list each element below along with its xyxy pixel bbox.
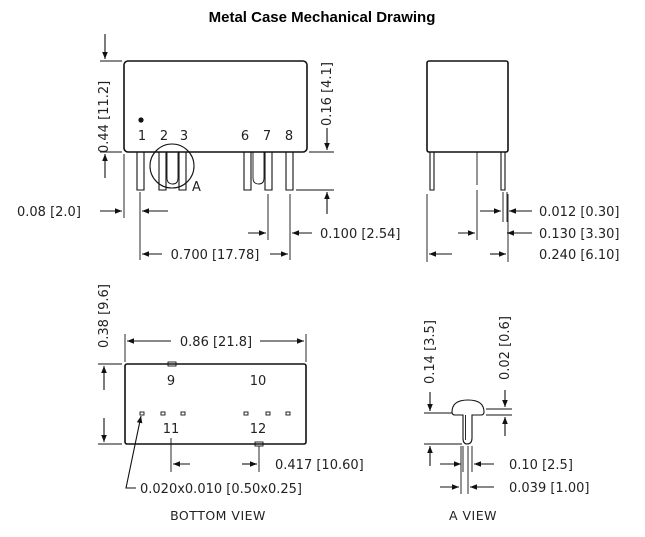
dim-row-spacing: 0.130 [3.30] [539, 227, 619, 242]
pin-label-2: 2 [160, 129, 168, 144]
end-view: 0.012 [0.30] 0.130 [3.30] 0.240 [6.10] [426, 60, 619, 263]
dim-height-bottom: 0.38 [9.6] [97, 284, 112, 348]
detail-a-circle [149, 143, 195, 189]
side-pins [136, 152, 294, 191]
dim-pin-offset: 0.08 [2.0] [17, 205, 81, 220]
detail-a-marker: A [192, 180, 201, 195]
pin-label-7: 7 [263, 129, 271, 144]
dim-pin-span: 0.700 [17.78] [171, 248, 260, 263]
dim-pin-pitch: 0.100 [2.54] [320, 227, 400, 242]
dim-pin-span-bottom: 0.417 [10.60] [275, 458, 364, 473]
pin-label-10: 10 [250, 374, 267, 389]
dim-head-a: 0.02 [0.6] [498, 316, 513, 380]
a-view: 0.14 [3.5] 0.02 [0.6] 0.10 [2.5] 0.039 [… [423, 316, 589, 523]
pin-label-1: 1 [138, 129, 146, 144]
dim-head-width-a: 0.039 [1.00] [509, 481, 589, 496]
dim-height-side: 0.44 [11.2] [97, 81, 112, 153]
dim-width-end: 0.240 [6.10] [539, 248, 619, 263]
pin-form-left [166, 152, 179, 185]
pin-label-6: 6 [241, 129, 249, 144]
pin-label-3: 3 [180, 129, 188, 144]
pin-pads [139, 411, 291, 416]
dim-pin-thickness: 0.012 [0.30] [539, 205, 619, 220]
caption-a-view: A VIEW [449, 508, 497, 523]
dim-height-a: 0.14 [3.5] [423, 320, 438, 384]
pin-form-right [252, 152, 265, 185]
dim-pin-size: 0.020x0.010 [0.50x0.25] [140, 482, 302, 497]
pin-label-11: 11 [163, 422, 180, 437]
pin-label-8: 8 [285, 129, 293, 144]
pin-label-9: 9 [167, 374, 175, 389]
side-view: 1 2 3 6 7 8 A 0.44 [11.2] 0.16 [4.1] [17, 34, 400, 263]
pin-label-12: 12 [250, 422, 267, 437]
pin1-indicator-dot [138, 117, 144, 123]
drawing-title: Metal Case Mechanical Drawing [209, 9, 436, 26]
relay-body-side [123, 60, 308, 153]
leader-pin-size [125, 415, 143, 489]
dim-pin-length: 0.16 [4.1] [320, 62, 335, 126]
caption-bottom-view: BOTTOM VIEW [170, 508, 266, 523]
dim-pin-width-a: 0.10 [2.5] [509, 458, 573, 473]
pin-head-profile [451, 399, 485, 445]
bottom-view: 9 10 11 12 0.38 [9.6] 0.86 [21.8] 0.417 … [97, 284, 364, 523]
relay-body-end [426, 60, 509, 153]
relay-body-bottom [124, 363, 307, 445]
dim-length-bottom: 0.86 [21.8] [180, 335, 252, 350]
